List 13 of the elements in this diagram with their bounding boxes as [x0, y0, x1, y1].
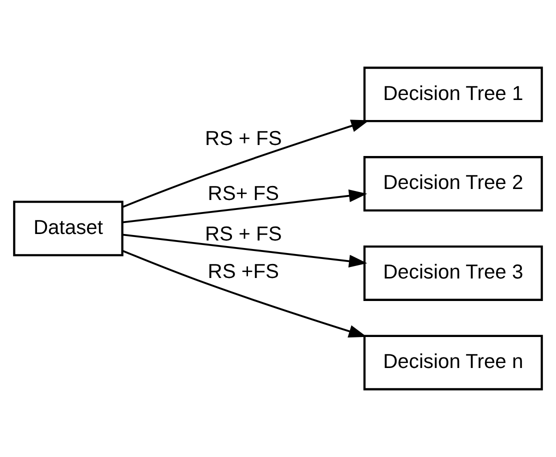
arrow — [122, 234, 368, 268]
arrow — [122, 120, 370, 208]
edge-label: RS+ FS — [208, 182, 279, 205]
node-box: Decision Tree n — [363, 334, 543, 390]
edge-label: RS + FS — [205, 128, 282, 150]
node-box: Dataset — [13, 200, 124, 256]
edge-label: RS +FS — [208, 260, 279, 283]
arrow — [122, 189, 368, 224]
node-box: Decision Tree 1 — [363, 66, 543, 122]
node-box: Decision Tree 2 — [363, 156, 543, 212]
arrow — [122, 250, 367, 338]
node-box: Decision Tree 3 — [363, 245, 543, 301]
edge-label: RS + FS — [205, 223, 282, 246]
